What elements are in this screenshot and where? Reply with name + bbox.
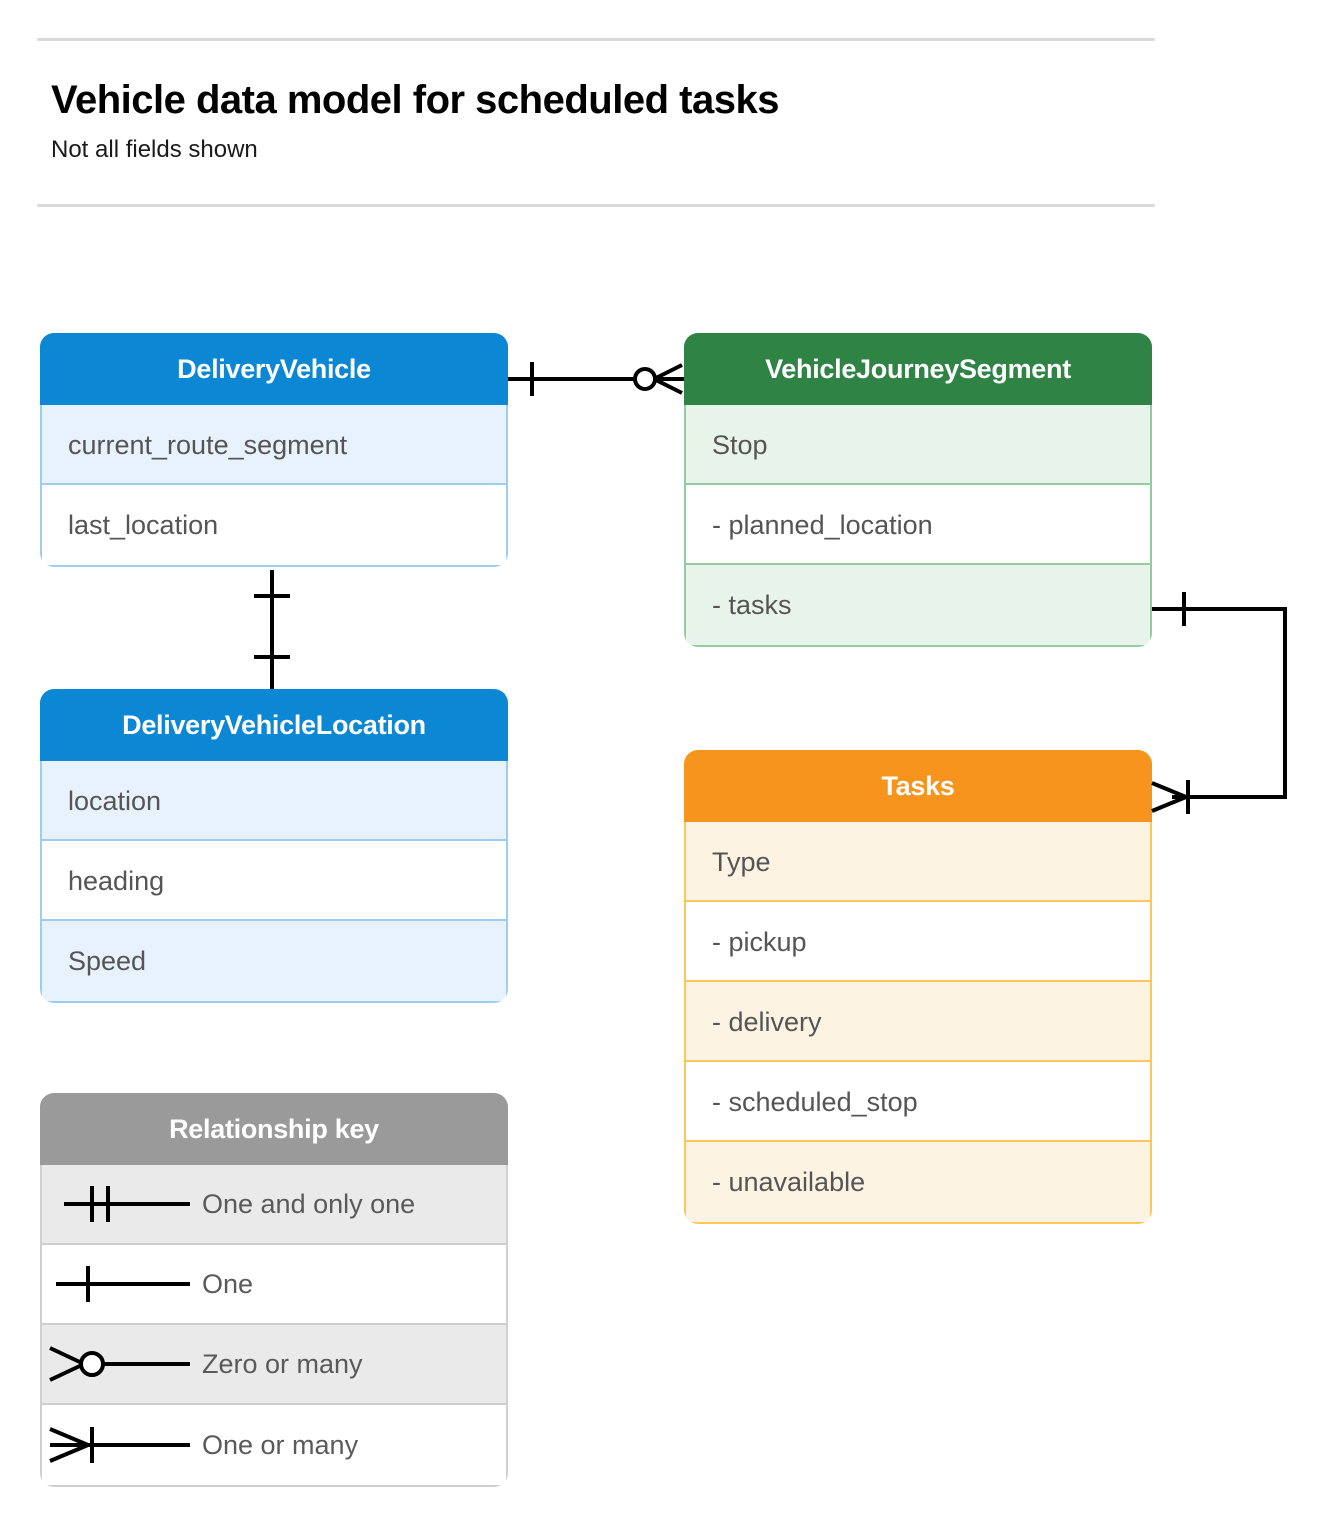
field-row: - planned_location [686,485,1150,565]
entity-fields-tasks: Type - pickup - delivery - scheduled_sto… [684,822,1152,1224]
legend-item-label: One and only one [202,1189,416,1219]
field-row: - delivery [686,982,1150,1062]
entity-tasks[interactable]: Tasks Type - pickup - delivery - schedul… [684,750,1152,1224]
legend-item-label: Zero or many [202,1349,363,1379]
legend-rows: One and only one One [40,1165,508,1487]
field-row: - pickup [686,902,1150,982]
entity-fields-delivery-vehicle-location: location heading Speed [40,761,508,1003]
entity-title-delivery-vehicle: DeliveryVehicle [40,333,508,405]
legend-title: Relationship key [40,1093,508,1165]
field-row: Type [686,822,1150,902]
one-icon [42,1244,202,1324]
entity-title-delivery-vehicle-location: DeliveryVehicleLocation [40,689,508,761]
field-row: - unavailable [686,1142,1150,1222]
zero-or-many-icon [42,1324,202,1404]
one-and-only-one-icon [42,1164,202,1244]
one-or-many-icon [42,1405,202,1485]
connector-deliveryvehicle-deliveryvehiclelocation [254,570,290,689]
field-row: last_location [68,510,219,540]
header-rule-bottom [37,204,1155,207]
field-row: location [42,761,506,841]
entity-vehicle-journey-segment[interactable]: VehicleJourneySegment Stop - planned_loc… [684,333,1152,647]
entity-title-vehicle-journey-segment: VehicleJourneySegment [684,333,1152,405]
entity-fields-delivery-vehicle: current_route_segment last_location [40,405,508,567]
entity-title-tasks: Tasks [684,750,1152,822]
page-subtitle: Not all fields shown [51,136,258,163]
field-row: Speed [42,921,506,1001]
connector-deliveryvehicle-vehiclejourneysegment [508,362,684,396]
relationship-key-legend: Relationship key One and only one [40,1093,508,1487]
entity-fields-vehicle-journey-segment: Stop - planned_location - tasks [684,405,1152,647]
legend-item-zero-or-many: Zero or many [42,1325,506,1405]
connector-vehiclejourneysegment-tasks [1151,592,1287,814]
legend-item-label: One [202,1269,254,1299]
field-row: current_route_segment [42,405,506,485]
legend-item-label: One or many [202,1430,359,1460]
field-row: - tasks [686,565,1150,645]
field-row: Stop [686,405,1150,485]
entity-delivery-vehicle-location[interactable]: DeliveryVehicleLocation location heading… [40,689,508,1003]
page-title: Vehicle data model for scheduled tasks [51,78,779,122]
header-rule-top [37,38,1155,41]
legend-item-one-or-many: One or many [42,1405,506,1485]
entity-delivery-vehicle[interactable]: DeliveryVehicle current_route_segment la… [40,333,508,567]
field-row: heading [42,841,506,921]
legend-item-one-and-only-one: One and only one [42,1165,506,1245]
legend-item-one: One [42,1245,506,1325]
field-row: - scheduled_stop [686,1062,1150,1142]
